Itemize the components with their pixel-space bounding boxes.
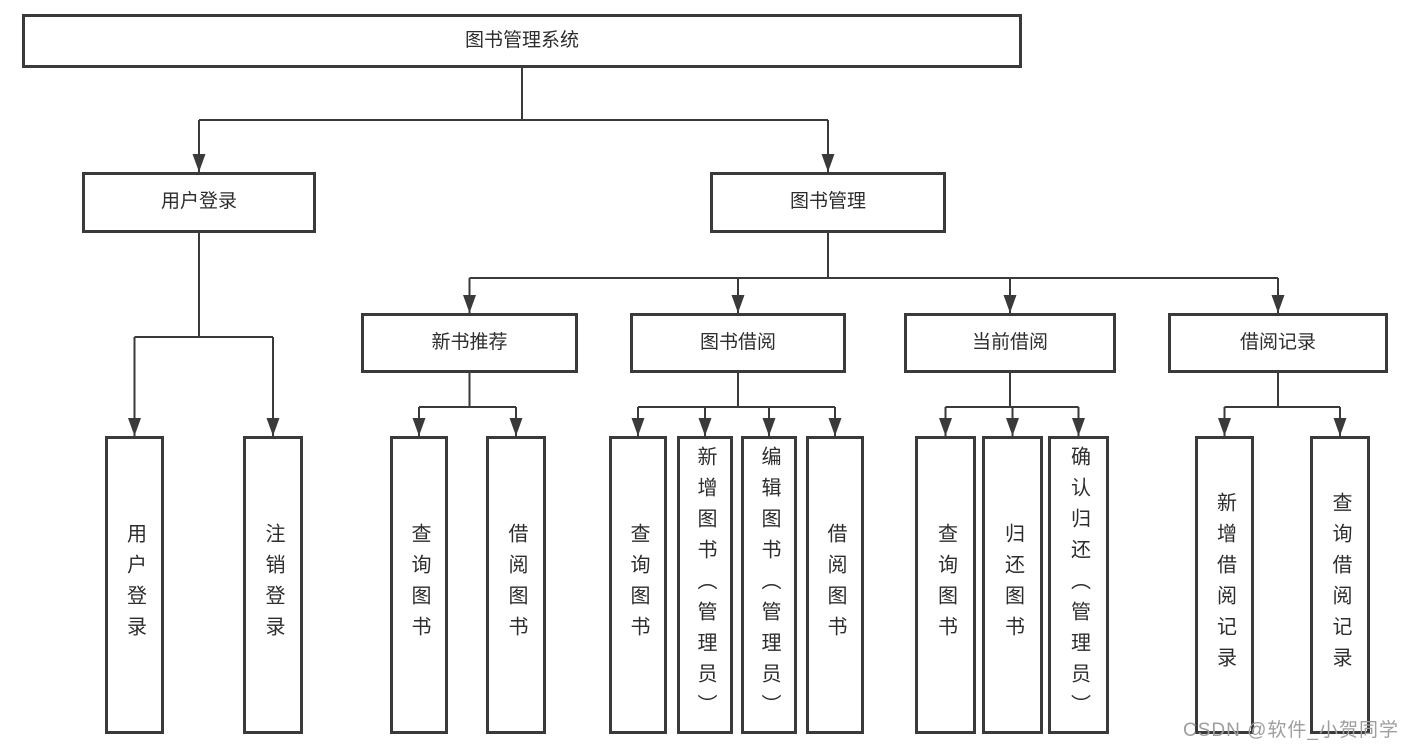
leaf-borrow-books-recommend: 借阅图书 bbox=[486, 436, 546, 734]
leaf-confirm-return-admin-label: 确认归还（管理员） bbox=[1067, 445, 1090, 725]
leaf-query-books-recommend: 查询图书 bbox=[390, 436, 448, 734]
leaf-user-login: 用户登录 bbox=[105, 436, 164, 734]
node-user-login-branch: 用户登录 bbox=[82, 172, 316, 233]
leaf-logout-label: 注销登录 bbox=[262, 523, 284, 647]
leaf-edit-book-admin: 编辑图书（管理员） bbox=[741, 436, 797, 734]
leaf-query-borrow-record-label: 查询借阅记录 bbox=[1329, 492, 1351, 678]
leaf-borrow-books-borrowing: 借阅图书 bbox=[806, 436, 864, 734]
leaf-add-borrow-record-label: 新增借阅记录 bbox=[1213, 492, 1236, 678]
leaf-confirm-return-admin: 确认归还（管理员） bbox=[1048, 436, 1109, 734]
leaf-query-books-recommend-label: 查询图书 bbox=[408, 523, 430, 647]
leaf-query-books-current: 查询图书 bbox=[915, 436, 976, 734]
leaf-query-books-borrowing-label: 查询图书 bbox=[627, 523, 649, 647]
leaf-query-books-current-label: 查询图书 bbox=[934, 523, 957, 647]
leaf-add-book-admin-label: 新增图书（管理员） bbox=[694, 445, 716, 725]
leaf-return-books: 归还图书 bbox=[982, 436, 1043, 734]
leaf-user-login-label: 用户登录 bbox=[123, 523, 146, 647]
node-book-borrowing: 图书借阅 bbox=[630, 313, 846, 373]
node-library-management-system: 图书管理系统 bbox=[22, 14, 1022, 68]
node-book-management-branch: 图书管理 bbox=[710, 172, 946, 233]
node-new-book-recommendation: 新书推荐 bbox=[361, 313, 578, 373]
connector-arrows bbox=[128, 120, 1347, 436]
leaf-logout: 注销登录 bbox=[243, 436, 303, 734]
leaf-edit-book-admin-label: 编辑图书（管理员） bbox=[758, 445, 780, 725]
leaf-query-borrow-record: 查询借阅记录 bbox=[1310, 436, 1370, 734]
node-borrowing-records: 借阅记录 bbox=[1168, 313, 1388, 373]
node-current-borrowing: 当前借阅 bbox=[904, 313, 1116, 373]
leaf-return-books-label: 归还图书 bbox=[1001, 523, 1024, 647]
leaf-query-books-borrowing: 查询图书 bbox=[609, 436, 667, 734]
csdn-watermark: CSDN @软件_小贺同学 bbox=[1183, 720, 1399, 741]
leaf-borrow-books-borrowing-label: 借阅图书 bbox=[824, 523, 846, 647]
leaf-add-borrow-record: 新增借阅记录 bbox=[1195, 436, 1254, 734]
leaf-borrow-books-recommend-label: 借阅图书 bbox=[505, 523, 527, 647]
leaf-add-book-admin: 新增图书（管理员） bbox=[677, 436, 733, 734]
